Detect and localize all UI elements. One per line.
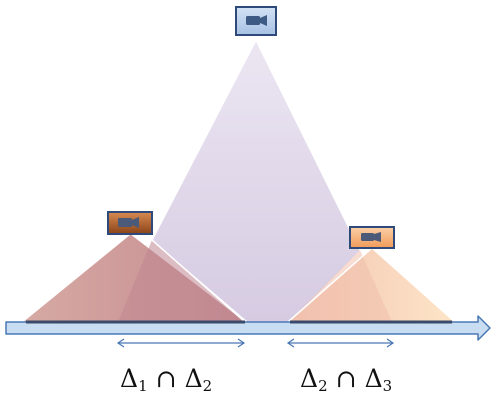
overlap-range-left: [116, 338, 246, 348]
overlap-range-right: [286, 338, 395, 348]
center-camera: [235, 6, 277, 36]
right-camera: [349, 226, 395, 249]
ground-axis-arrow: [5, 315, 491, 341]
center-camera-cone: [152, 40, 360, 322]
overlap-label-left: Δ1∩Δ2: [120, 364, 213, 395]
left-camera-cone: [21, 233, 246, 323]
center-cone-edge-right: [255, 39, 361, 251]
center-cone-edge-left: [151, 39, 257, 241]
left-camera: [107, 211, 153, 235]
video-camera-icon: [246, 15, 267, 26]
video-camera-icon: [118, 217, 139, 228]
overlap-label-right: Δ2∩Δ3: [300, 364, 393, 395]
video-camera-icon: [361, 232, 381, 242]
right-camera-cone: [287, 247, 456, 323]
